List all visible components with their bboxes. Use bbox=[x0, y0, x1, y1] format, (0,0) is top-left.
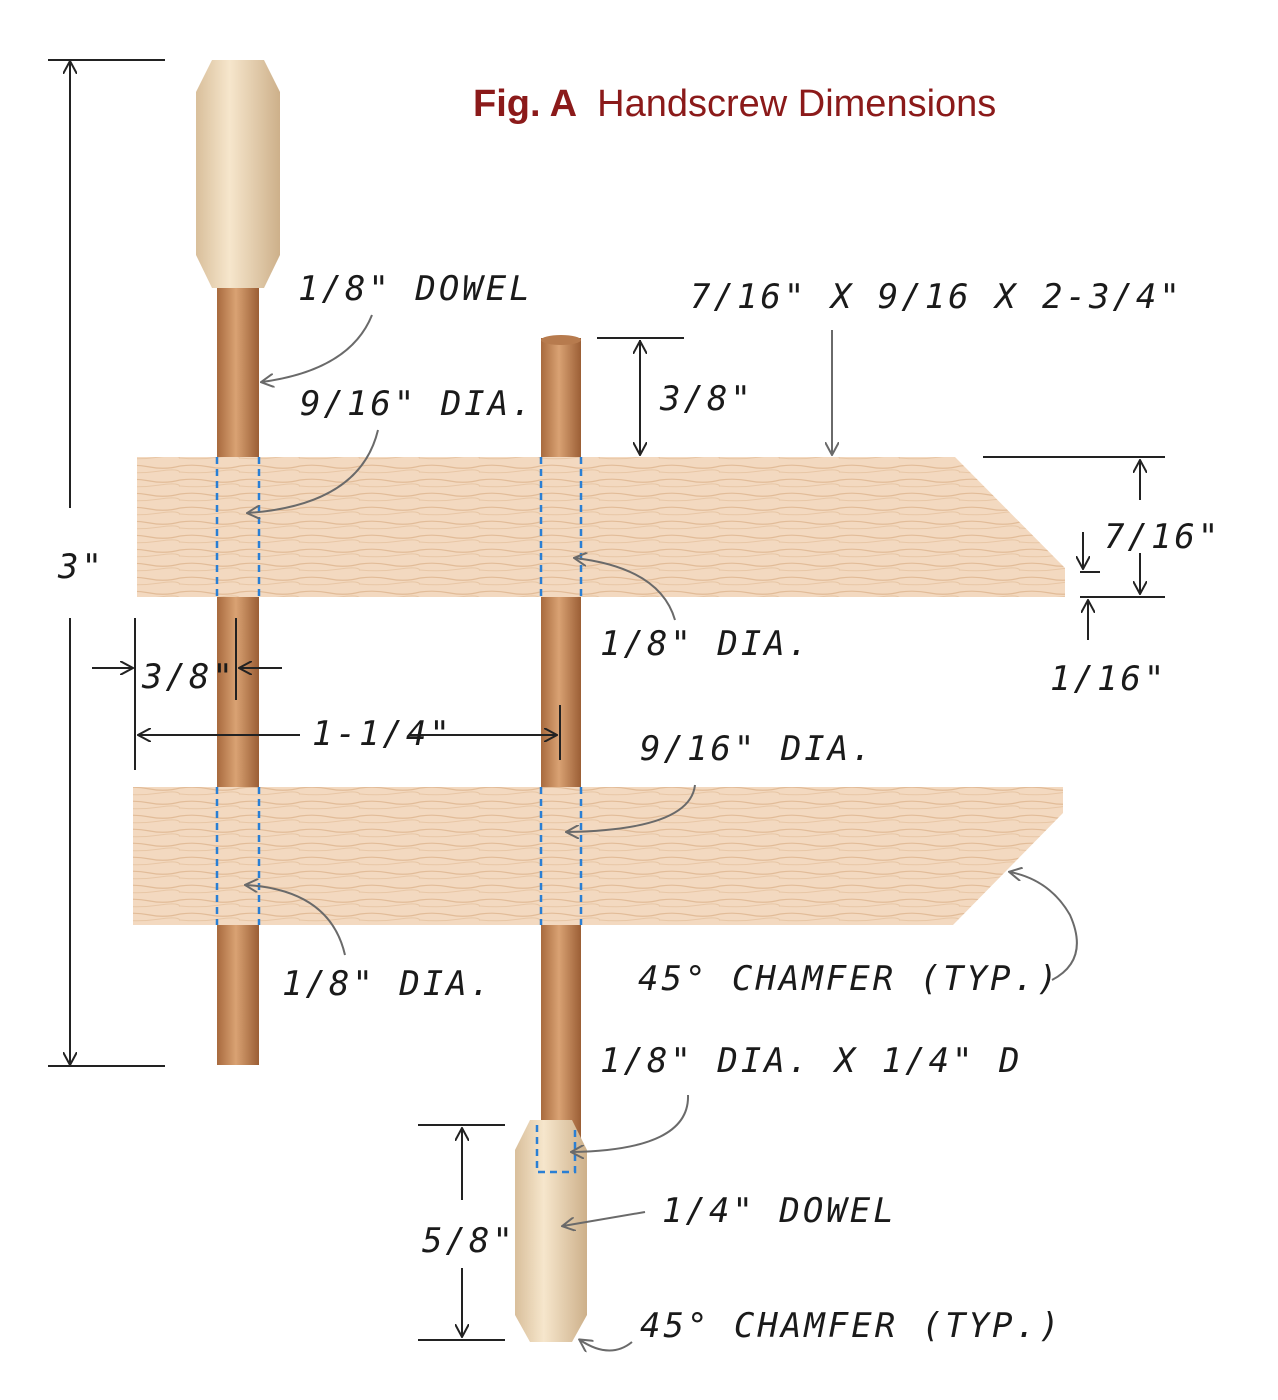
handle-length-dimension bbox=[418, 1124, 505, 1341]
lower-handle bbox=[515, 1120, 587, 1342]
handle-socket-leader bbox=[572, 1094, 690, 1152]
lower-jaw bbox=[133, 787, 1063, 925]
jaw-chamfer-leader bbox=[1010, 872, 1078, 981]
jaw-chamfer-label: 45° CHAMFER (TYP.) bbox=[638, 959, 1060, 999]
lower-handle-dowel-leader bbox=[563, 1211, 646, 1226]
offset-dimension bbox=[92, 618, 282, 770]
lower-handle-dowel-label: 1/4" DOWEL bbox=[662, 1191, 897, 1231]
handle-chamfer-label: 45° CHAMFER (TYP.) bbox=[640, 1306, 1062, 1346]
spacing-label: 1-1/4" bbox=[312, 714, 453, 754]
upper-left-hole-leader bbox=[248, 429, 379, 513]
lower-left-hole-label: 1/8" DIA. bbox=[282, 964, 493, 1004]
figure-label: Fig. A bbox=[473, 83, 577, 125]
projection-label: 3/8" bbox=[659, 379, 754, 419]
handle-length-label: 5/8" bbox=[422, 1221, 516, 1261]
overall-height-label: 3" bbox=[57, 547, 105, 587]
lower-left-hole-leader bbox=[246, 885, 346, 956]
figure-caption: Handscrew Dimensions bbox=[597, 83, 996, 125]
chamfer-flat-label: 1/16" bbox=[1050, 659, 1167, 699]
jaw-thickness-label: 7/16" bbox=[1104, 517, 1221, 557]
handle-socket-label: 1/8" DIA. X 1/4" D bbox=[600, 1041, 1022, 1081]
lower-right-hole-label: 9/16" DIA. bbox=[640, 729, 875, 769]
jaw-stock-label: 7/16" X 9/16 X 2-3/4" bbox=[690, 277, 1183, 317]
upper-handle bbox=[196, 60, 280, 288]
right-dowel-end bbox=[541, 335, 581, 345]
figure-title: Fig. A Handscrew Dimensions bbox=[473, 83, 996, 125]
overall-height-dimension bbox=[48, 59, 165, 1067]
handle-chamfer-leader bbox=[580, 1340, 633, 1351]
jaw-thickness-dimension bbox=[983, 456, 1165, 640]
upper-jaw bbox=[137, 457, 1065, 597]
upper-right-hole-leader bbox=[575, 558, 676, 621]
handle-dowel-leader bbox=[262, 314, 373, 382]
offset-label: 3/8" bbox=[141, 657, 236, 697]
lower-right-hole-leader bbox=[567, 784, 696, 832]
spacing-dimension bbox=[139, 705, 561, 760]
projection-dimension bbox=[597, 337, 684, 454]
upper-right-hole-label: 1/8" DIA. bbox=[600, 624, 811, 664]
upper-left-hole-label: 9/16" DIA. bbox=[300, 384, 535, 424]
handle-dowel-label: 1/8" DOWEL bbox=[298, 269, 533, 309]
